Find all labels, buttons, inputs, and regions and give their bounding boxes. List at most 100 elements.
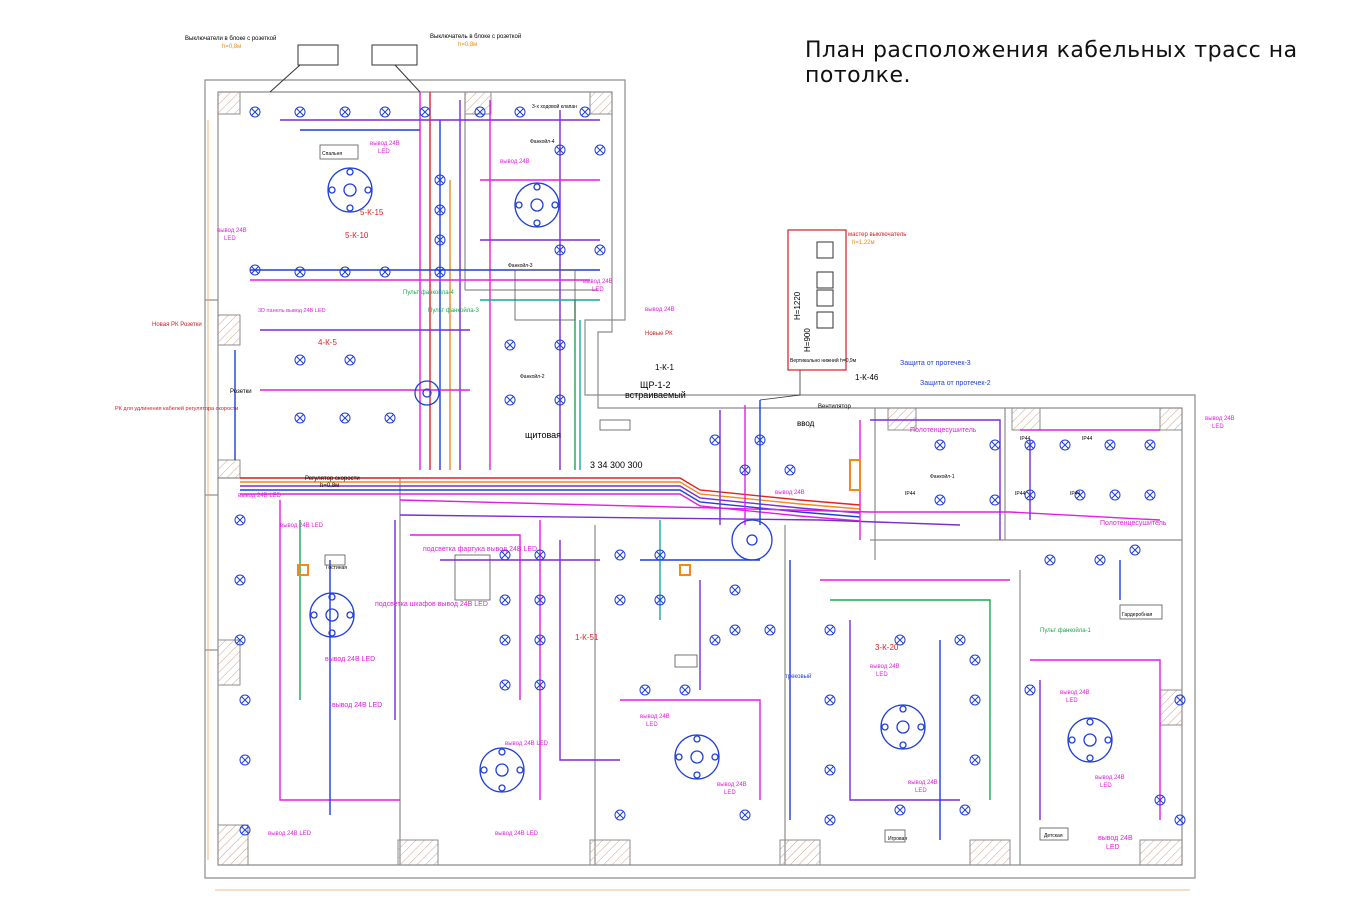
- spot-light-icon: [784, 464, 796, 476]
- spot-light-icon: [959, 804, 971, 816]
- label-cable-1k46: 1-К-46: [855, 373, 879, 382]
- spot-light-icon: [294, 106, 306, 118]
- spot-light-icon: [339, 266, 351, 278]
- label-out-24-k: вывод 24В: [500, 159, 530, 165]
- label-fancoil3: Фанкойл-3: [508, 262, 533, 269]
- spot-light-icon: [969, 654, 981, 666]
- label-cable-5k10: 5-К-10: [345, 231, 369, 240]
- label-room-kids: Детская: [1044, 833, 1063, 839]
- spot-light-icon: [554, 244, 566, 256]
- spot-light-icon: [379, 266, 391, 278]
- spot-light-icon: [249, 106, 261, 118]
- spot-light-icon: [934, 439, 946, 451]
- label-vertical-note: Вертикально нижний h=0,9м: [790, 357, 857, 364]
- spot-light-icon: [499, 679, 511, 691]
- fixture-boxes: [297, 144, 1163, 843]
- spot-light-icon: [234, 634, 246, 646]
- cable-bundle: [234, 92, 1161, 840]
- spot-light-icon: [709, 634, 721, 646]
- spot-light-icon: [554, 394, 566, 406]
- label-switch-block-h: h=0,8м: [458, 42, 477, 48]
- label-pk-ext: РК для удлинения кабелей регулятора скор…: [115, 405, 238, 412]
- top-switch-boxes: [269, 44, 421, 93]
- label-out-24-led-c: вывод 24В LED: [238, 493, 282, 499]
- chandelier: [414, 380, 440, 406]
- spot-light-icon: [934, 494, 946, 506]
- label-regulator: Регулятор скорости: [305, 476, 360, 482]
- label-towel1: Полотенцесушитель: [910, 427, 977, 434]
- switch-callout: [759, 229, 847, 401]
- label-cable-5k15: 5-К-15: [360, 208, 384, 217]
- spot-light-icon: [534, 549, 546, 561]
- labels: Выключатели в блоке с розеткой h=0,8м Вы…: [115, 33, 1235, 851]
- label-ip44-d: IP44: [1070, 491, 1081, 497]
- spot-light-icon: [729, 624, 741, 636]
- spot-light-icon: [1174, 814, 1186, 826]
- spot-light-icon: [514, 106, 526, 118]
- spot-light-icon: [294, 266, 306, 278]
- spot-light-icon: [989, 494, 1001, 506]
- spot-light-icon: [1174, 694, 1186, 706]
- spot-light-icon: [1024, 489, 1036, 501]
- label-led-g: LED: [876, 672, 888, 678]
- spot-light-icon: [1024, 439, 1036, 451]
- label-panel-3d: 3D панель вывод 24В LED: [258, 308, 326, 314]
- spot-light-icon: [654, 594, 666, 606]
- label-out-24-m: вывод 24В: [775, 490, 805, 496]
- chandelier: [731, 519, 773, 561]
- spot-light-icon: [384, 412, 396, 424]
- label-master-switch: мастер выключатель: [848, 232, 906, 238]
- label-track: трековый: [785, 673, 811, 680]
- label-fancoil1: Фанкойл-1: [930, 473, 955, 480]
- spot-light-icon: [969, 694, 981, 706]
- label-out-24-a: вывод 24В: [1098, 835, 1133, 842]
- label-master-switch-h: h=1,22м: [852, 240, 875, 246]
- label-ip44-e: IP44: [905, 491, 916, 497]
- label-led-b: LED: [1212, 424, 1224, 430]
- spot-light-icon: [339, 412, 351, 424]
- spot-light-icon: [1109, 489, 1121, 501]
- label-fancoil4: Фанкойл-4: [530, 138, 555, 145]
- label-vvod: ввод: [797, 419, 815, 428]
- spot-light-icon: [894, 634, 906, 646]
- spot-light-icon: [234, 574, 246, 586]
- spot-light-icon: [474, 106, 486, 118]
- spot-light-icon: [739, 464, 751, 476]
- chandeliers: [309, 167, 1113, 793]
- label-ip44-c: IP44: [1015, 491, 1026, 497]
- label-switch-socket-h: h=0,8м: [222, 44, 241, 50]
- label-room-bedroom: Спальня: [322, 151, 342, 157]
- label-room-wardrobe: Гардеробная: [1122, 612, 1153, 618]
- label-out-24-led-d: вывод 24В LED: [280, 523, 324, 529]
- label-out-24-led-a: вывод 24В LED: [325, 656, 375, 663]
- spot-light-icon: [294, 412, 306, 424]
- label-h1220: H=1220: [793, 291, 802, 320]
- chandelier: [309, 592, 355, 638]
- label-cable-3k20: 3-К-20: [875, 643, 899, 652]
- spot-light-icon: [1024, 684, 1036, 696]
- chandelier: [479, 747, 525, 793]
- label-towel2: Полотенцесушитель: [1100, 520, 1167, 527]
- label-led-f: LED: [1100, 783, 1112, 789]
- label-out-24-h: вывод 24В: [1060, 690, 1090, 696]
- spot-light-icon: [554, 339, 566, 351]
- label-new-pk: Новая РК Розетки: [152, 322, 202, 328]
- label-shr: ЩР-1-2: [640, 380, 670, 390]
- spot-light-icon: [594, 244, 606, 256]
- label-led-e: LED: [724, 790, 736, 796]
- chandelier: [327, 167, 373, 213]
- label-shr2: встраиваемый: [625, 390, 686, 400]
- spot-light-icon: [969, 754, 981, 766]
- spot-light-icon: [614, 549, 626, 561]
- spot-light-icon: [1094, 554, 1106, 566]
- label-out-24-c: вывод 24В: [217, 228, 247, 234]
- label-switch-block: Выключатель в блоке с розеткой: [430, 33, 521, 40]
- spot-light-icon: [1044, 554, 1056, 566]
- spot-light-icon: [824, 624, 836, 636]
- spot-light-icon: [614, 594, 626, 606]
- label-led-j: LED: [378, 149, 390, 155]
- dimension-line: [207, 120, 1190, 891]
- label-valve3: 3-х ходовой клапан: [532, 103, 577, 110]
